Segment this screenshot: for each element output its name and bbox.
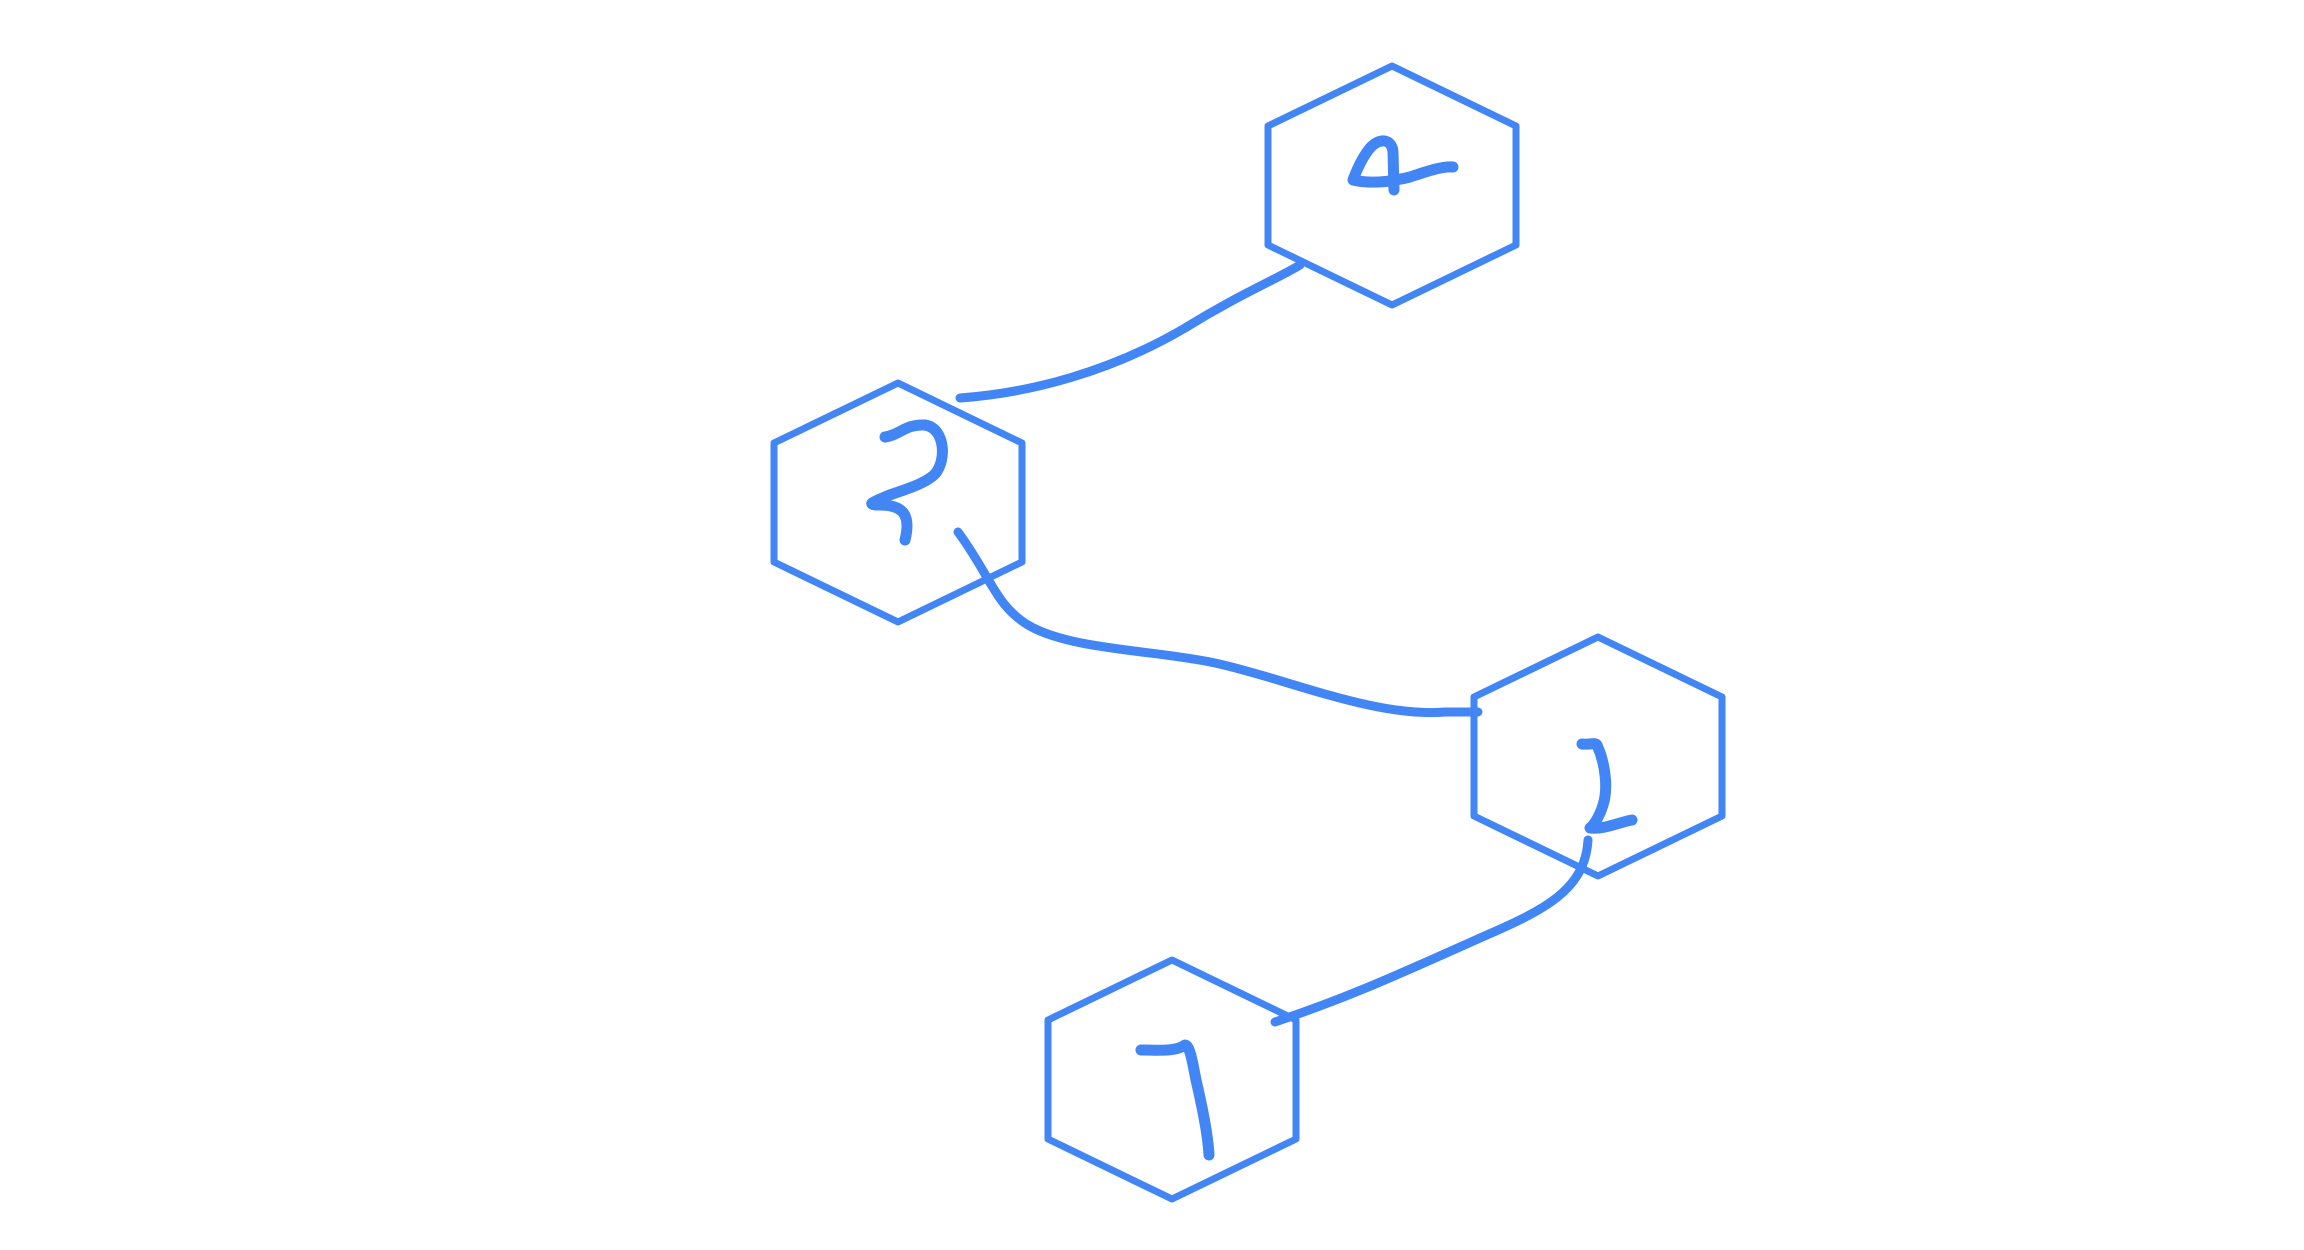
handwritten-label-7: [1135, 1039, 1215, 1161]
edge-node-b-to-node-a: [955, 260, 1305, 403]
handwritten-label-2: [1576, 738, 1638, 834]
hexagon-shape: [1044, 956, 1300, 1203]
hexagon-node-d: [1044, 956, 1300, 1203]
hexagon-node-b: [770, 379, 1026, 626]
hexagon-shape: [770, 379, 1026, 626]
edge-node-c-to-node-d: [1270, 835, 1593, 1027]
hexagon-shape: [1470, 633, 1726, 880]
handwritten-label-4: [1347, 135, 1459, 196]
handwritten-label-3: [866, 419, 948, 546]
edge-node-b-to-node-c: [953, 527, 1483, 718]
hexagon-node-c: [1470, 633, 1726, 880]
hexagon-shape: [1264, 62, 1520, 309]
hexagon-node-a: [1264, 62, 1520, 309]
